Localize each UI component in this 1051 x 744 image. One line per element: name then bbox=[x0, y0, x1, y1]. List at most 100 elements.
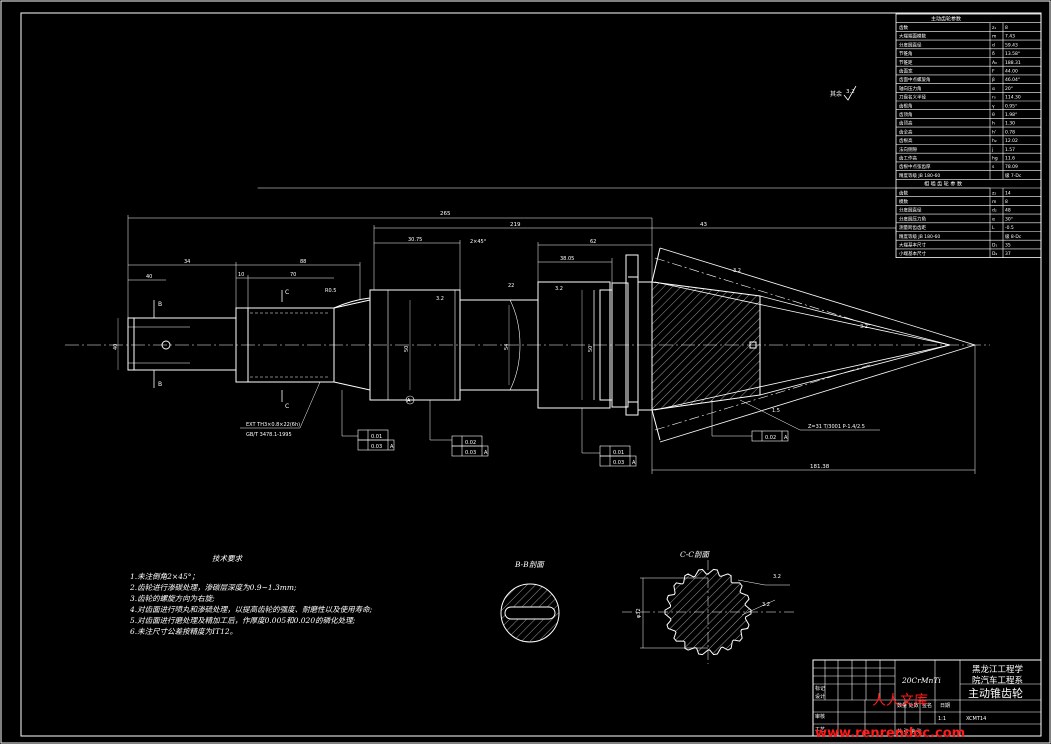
param2-name: 小端基本尺寸 bbox=[899, 250, 926, 257]
note-3: 3.齿轮的螺旋方向为右旋; bbox=[130, 594, 215, 603]
param-value: 11.6 bbox=[1005, 156, 1015, 162]
thread-note-2: GB/T 3478.1-1995 bbox=[246, 432, 292, 438]
param2-name: 模数 bbox=[899, 198, 908, 205]
dim-30-75: 30.75 bbox=[408, 237, 422, 243]
cross-hole bbox=[161, 340, 171, 350]
param-symbol: h bbox=[992, 121, 995, 127]
school-line-2: 院汽车工程系 bbox=[972, 675, 1023, 686]
param-value: 114.30 bbox=[1005, 95, 1021, 101]
param-name: 精度等级 JB 180-60 bbox=[899, 172, 940, 179]
tb-label-mark: 标记 bbox=[815, 685, 825, 692]
tb-drawing-no: XCMT14 bbox=[966, 716, 986, 722]
section-mark-c-bottom: C bbox=[285, 403, 289, 410]
tol-4-datum: A bbox=[784, 435, 788, 441]
tb-mid-sign: 签名 bbox=[922, 702, 932, 709]
tolerance-frames bbox=[357, 429, 789, 467]
param-value: 0.78 bbox=[1005, 129, 1015, 135]
param-value: 78.09 bbox=[1005, 164, 1018, 170]
note-6: 6.未注尺寸公差按精度为IT12。 bbox=[130, 627, 237, 636]
dim-overall: 265 bbox=[440, 211, 451, 217]
school-line-1: 黑龙江工程学 bbox=[972, 664, 1024, 675]
param-name: 轴向压力角 bbox=[899, 85, 922, 92]
dim-34: 34 bbox=[184, 259, 190, 265]
param-value: 188.31 bbox=[1005, 60, 1021, 66]
param-name: 法向侧隙 bbox=[899, 146, 917, 153]
param-name: 节锥距 bbox=[899, 59, 913, 66]
param-symbol: hg bbox=[992, 156, 998, 162]
param-value: 7.43 bbox=[1005, 34, 1015, 40]
tolerance-values: 0.01 0.03 A 0.02 0.03 A 0.01 0.03 A 0.02… bbox=[371, 434, 788, 466]
param-name: 刀盘名义半径 bbox=[899, 94, 926, 101]
tol-3a: 0.01 bbox=[613, 450, 624, 456]
tb-sheet: 共 张 第 张 bbox=[897, 728, 922, 735]
note-2: 2.齿轮进行渗碳处理，渗碳层深度为0.9~1.3mm; bbox=[129, 583, 297, 592]
param-symbol: s bbox=[992, 165, 995, 170]
param2-value: 30° bbox=[1005, 216, 1013, 222]
tol-3-datum: A bbox=[632, 460, 636, 466]
tb-label-review: 审核 bbox=[815, 713, 825, 720]
param-symbol: m bbox=[992, 35, 996, 40]
param2-symbol: m bbox=[992, 200, 996, 205]
param2-value: 37 bbox=[1005, 251, 1011, 257]
neck-fillet bbox=[333, 297, 371, 309]
param2-value: 级 8-Dc bbox=[1005, 233, 1022, 240]
param-name: 齿面宽 bbox=[899, 68, 913, 75]
dim-h3: 54 bbox=[504, 344, 510, 350]
param-symbol: z₁ bbox=[992, 26, 996, 31]
cc-roughness: 3.2 bbox=[773, 574, 781, 580]
param2-value: 35 bbox=[1005, 243, 1011, 249]
dim-88: 88 bbox=[300, 259, 306, 265]
main-shaft-view bbox=[65, 215, 990, 474]
dim-70: 70 bbox=[290, 272, 296, 278]
param-name: 齿根角 bbox=[899, 102, 913, 109]
tol-1-datum: A bbox=[390, 444, 394, 450]
gear-note: Z=31 T/3001 P-1.4/2.5 bbox=[808, 424, 865, 430]
section-cc: C-C剖面 φ32 3.2 3.2 bbox=[622, 550, 795, 664]
section-mark-b-bottom: B bbox=[158, 381, 162, 388]
dim-10: 10 bbox=[238, 272, 244, 278]
param-symbol: δ bbox=[992, 51, 995, 57]
param-name: 齿面中点螺旋角 bbox=[899, 76, 931, 83]
shaft-end-stub bbox=[127, 317, 237, 371]
technical-requirements: 技术要求 1.未注倒角2×45°； 2.齿轮进行渗碳处理，渗碳层深度为0.9~1… bbox=[129, 554, 373, 636]
param-name: 齿工作高 bbox=[899, 155, 917, 162]
dim-181-38: 181.38 bbox=[810, 464, 830, 470]
bearing-journal-2 bbox=[537, 281, 611, 409]
param2-symbol: D₂ bbox=[992, 251, 997, 257]
dim-219: 219 bbox=[510, 222, 521, 228]
param2-name: 大端基本尺寸 bbox=[899, 242, 926, 249]
param-value: 1.57 bbox=[1005, 147, 1015, 153]
tol-1a: 0.01 bbox=[371, 434, 382, 440]
param2-name: 精度等级 JB 180-60 bbox=[899, 233, 940, 240]
dim-r05: R0.5 bbox=[325, 288, 336, 294]
param-value: 1.98° bbox=[1005, 112, 1017, 118]
param-name: 齿数 bbox=[899, 24, 908, 31]
section-bb-title: B-B剖面 bbox=[514, 560, 545, 569]
param-symbol: A₀ bbox=[992, 60, 997, 66]
table-section2-title: 相 啮 齿 轮 参 数 bbox=[924, 181, 962, 188]
watermark-url: www.renrendoc.com bbox=[815, 726, 965, 741]
dim-h1: 40 bbox=[113, 344, 119, 350]
param2-value: -0.5 bbox=[1005, 225, 1014, 231]
title-block-text: 20CrMnTi 黑龙江工程学 院汽车工程系 主动锥齿轮 标记 设计 审核 工艺… bbox=[815, 664, 1024, 735]
param2-symbol: D₁ bbox=[992, 243, 997, 249]
param-name: 节锥角 bbox=[899, 50, 913, 57]
param-name: 齿顶角 bbox=[899, 111, 913, 118]
dim-cr: 1.5 bbox=[772, 408, 780, 414]
tol-1b: 0.03 bbox=[371, 444, 382, 450]
watermark-cn: 人人文库 bbox=[872, 693, 928, 709]
threaded-section bbox=[235, 307, 335, 383]
param-symbol: h₂ bbox=[992, 138, 997, 144]
section-mark-c-top: C bbox=[285, 289, 289, 296]
dim-38-05: 38.05 bbox=[560, 256, 574, 262]
param-name: 齿顶高 bbox=[899, 120, 913, 127]
param2-symbol: L bbox=[992, 225, 995, 231]
param-symbol: h' bbox=[992, 129, 996, 135]
note-4: 4.对齿面进行喷丸和渗硫处理，以提高齿轮的强度、耐磨性以及使用寿命; bbox=[129, 605, 373, 614]
param-value: 0.95° bbox=[1005, 103, 1017, 109]
param-symbol: α bbox=[992, 87, 995, 92]
param-symbol: γ bbox=[992, 104, 995, 109]
